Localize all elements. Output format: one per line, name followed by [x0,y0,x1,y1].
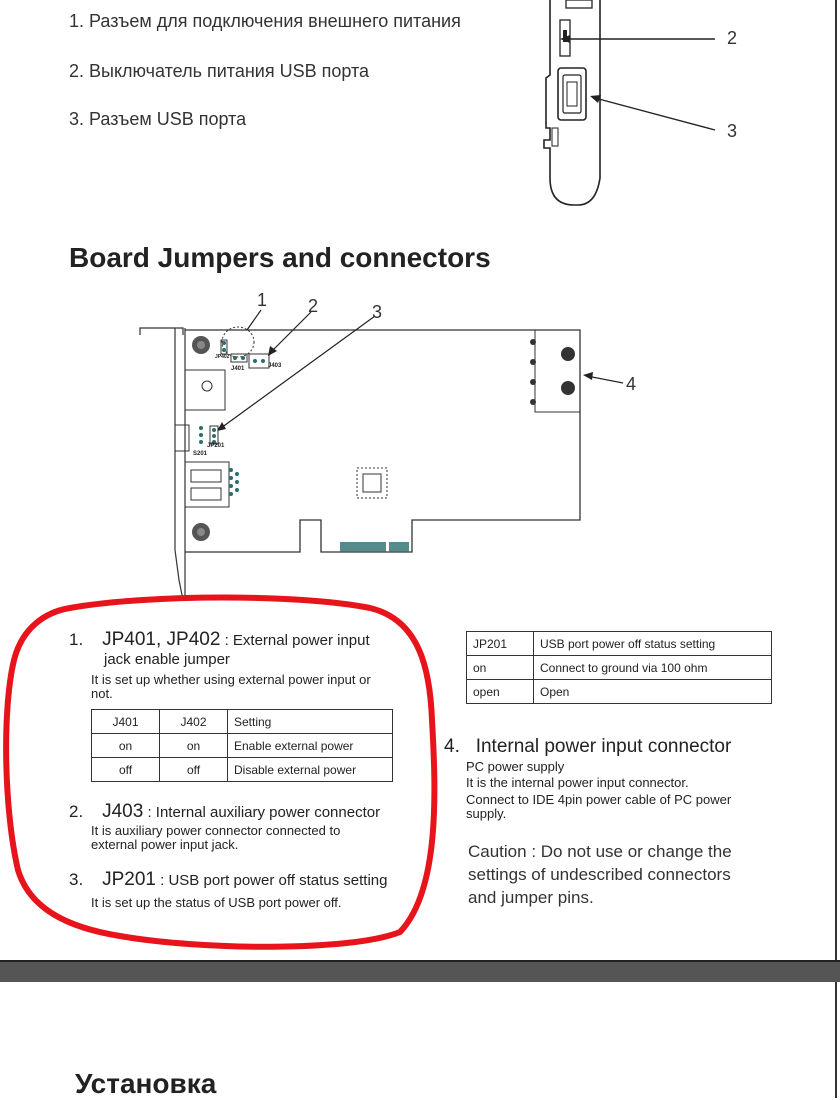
table-row: J401 J402 Setting [91,709,393,734]
bracket-illustration [543,0,601,206]
item-4-desc-3: Connect to IDE 4pin power cable of PC po… [466,792,732,821]
board-callout-3: 3 [372,302,383,322]
table-cell: on [91,733,160,758]
item-4-num: 4. [444,736,460,757]
item-3-code: JP201 [102,869,156,890]
table-cell: off [159,757,228,782]
table-header-cell: J402 [159,709,228,734]
board-diagram [139,309,624,601]
label-j401: J401 [231,366,245,372]
document-page: 1. Разъем для подключения внешнего питан… [3,0,837,960]
table-cell: on [466,655,534,680]
table-row: JP201 USB port power off status setting [466,631,772,656]
table-cell: Enable external power [227,733,393,758]
item-4-desc-1: PC power supply [466,759,565,774]
board-callout-4: 4 [626,374,637,394]
jumper-table: J401 J402 Setting on on Enable external … [91,709,393,782]
table-cell: Disable external power [227,757,393,782]
label-jp402: JP402 [215,354,230,360]
section-title: Board Jumpers and connectors [69,242,491,273]
table-cell: Connect to ground via 100 ohm [533,655,772,680]
install-section-title: Установка [75,1068,217,1099]
item-3-title: : USB port power off status setting [155,872,388,889]
item-3-desc: It is set up the status of USB port powe… [91,895,342,910]
table-cell: on [159,733,228,758]
item-1-num: 1. [69,630,84,649]
table-row: on Connect to ground via 100 ohm [466,655,772,680]
table-cell: open [466,679,534,704]
item-3-num: 3. [69,870,84,889]
ru-list-item-3: 3. Разъем USB порта [69,109,247,129]
item-2-desc: It is auxiliary power connector connecte… [91,823,341,852]
item-1-title-cont: jack enable jumper [104,651,230,668]
item-2-title: : Internal auxiliary power connector [143,804,381,821]
item-2-num: 2. [69,802,84,821]
next-page [0,982,837,1098]
item-4-heading: 4. Internal power input connector [444,736,731,758]
board-callout-2: 2 [308,296,319,316]
table-header-cell: J401 [91,709,160,734]
label-j403: J403 [268,363,282,369]
label-jp201: JP201 [207,443,225,449]
item-4-desc-2: It is the internal power input connector… [466,775,689,790]
table-row: open Open [466,679,772,704]
table-header-cell: USB port power off status setting [533,631,772,656]
table-row: off off Disable external power [91,757,393,782]
label-s201: S201 [193,451,208,457]
board-callout-1: 1 [257,290,268,310]
ru-list-item-1: 1. Разъем для подключения внешнего питан… [69,11,461,31]
item-1-desc: It is set up whether using external powe… [91,672,371,701]
page-divider [0,960,840,962]
caution-note: Caution : Do not use or change the setti… [468,842,732,907]
red-highlight-ellipse [3,594,438,950]
top-callout-2: 2 [727,28,738,48]
item-2-heading: 2. J403 : Internal auxiliary power conne… [69,801,429,823]
item-1-heading: 1. JP401, JP402 : External power input [69,629,409,651]
top-callout-arrows [560,35,716,131]
top-callout-3: 3 [727,121,738,141]
item-1-title: : External power input [220,632,370,649]
ru-list-item-2: 2. Выключатель питания USB порта [69,61,370,81]
item-2-code: J403 [102,801,144,822]
page-gap-band [0,962,840,982]
table-row: on on Enable external power [91,733,393,758]
item-1-code: JP401, JP402 [102,629,221,650]
table-header-cell: JP201 [466,631,534,656]
item-3-heading: 3. JP201 : USB port power off status set… [69,869,429,891]
item-4-title: Internal power input connector [475,736,732,757]
table-header-cell: Setting [227,709,393,734]
table-cell: Open [533,679,772,704]
jp201-table: JP201 USB port power off status setting … [466,631,772,704]
